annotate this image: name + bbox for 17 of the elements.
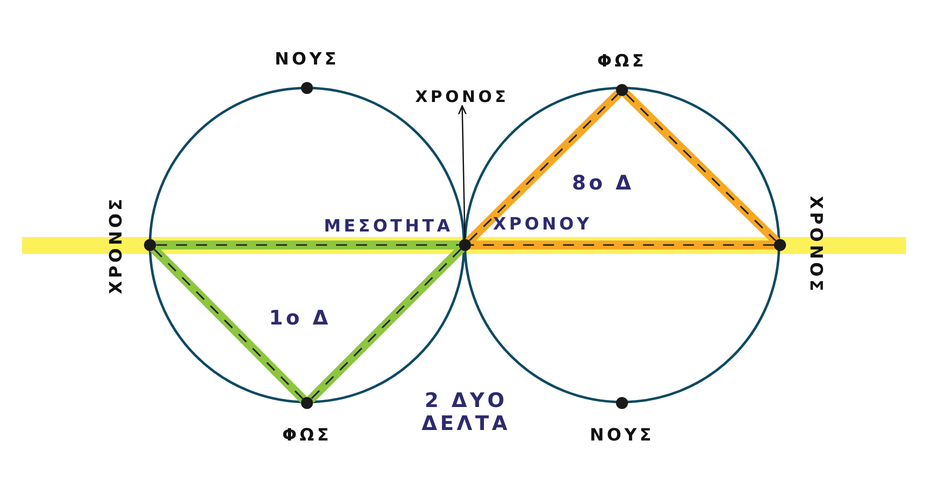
point-label: ΧΡΟΝΟΣ (806, 196, 824, 294)
triangle-label: 8ο Δ (572, 172, 634, 194)
point-dot (301, 397, 313, 409)
point-label: ΦΩΣ (282, 428, 332, 444)
point-label: ΧΡΟΝΟΣ (108, 196, 126, 294)
point-label: ΦΩΣ (597, 54, 647, 70)
triangle-label: 2 ΔΥΟ ΔΕΛΤΑ (420, 389, 512, 435)
triangle-label: 1ο Δ (268, 306, 332, 330)
point-label: ΧΡΟΝΟΥ (493, 216, 592, 234)
point-label: ΜΕΣΟΤΗΤΑ (324, 218, 453, 236)
point-dot (301, 82, 313, 94)
point-label: ΝΟΥΣ (274, 52, 340, 68)
arrow (458, 105, 467, 240)
point-dot (616, 397, 628, 409)
word-label: ΧΡΟΝΟΣ (415, 89, 509, 105)
point-dot (616, 84, 628, 96)
point-label: ΝΟΥΣ (590, 428, 654, 444)
